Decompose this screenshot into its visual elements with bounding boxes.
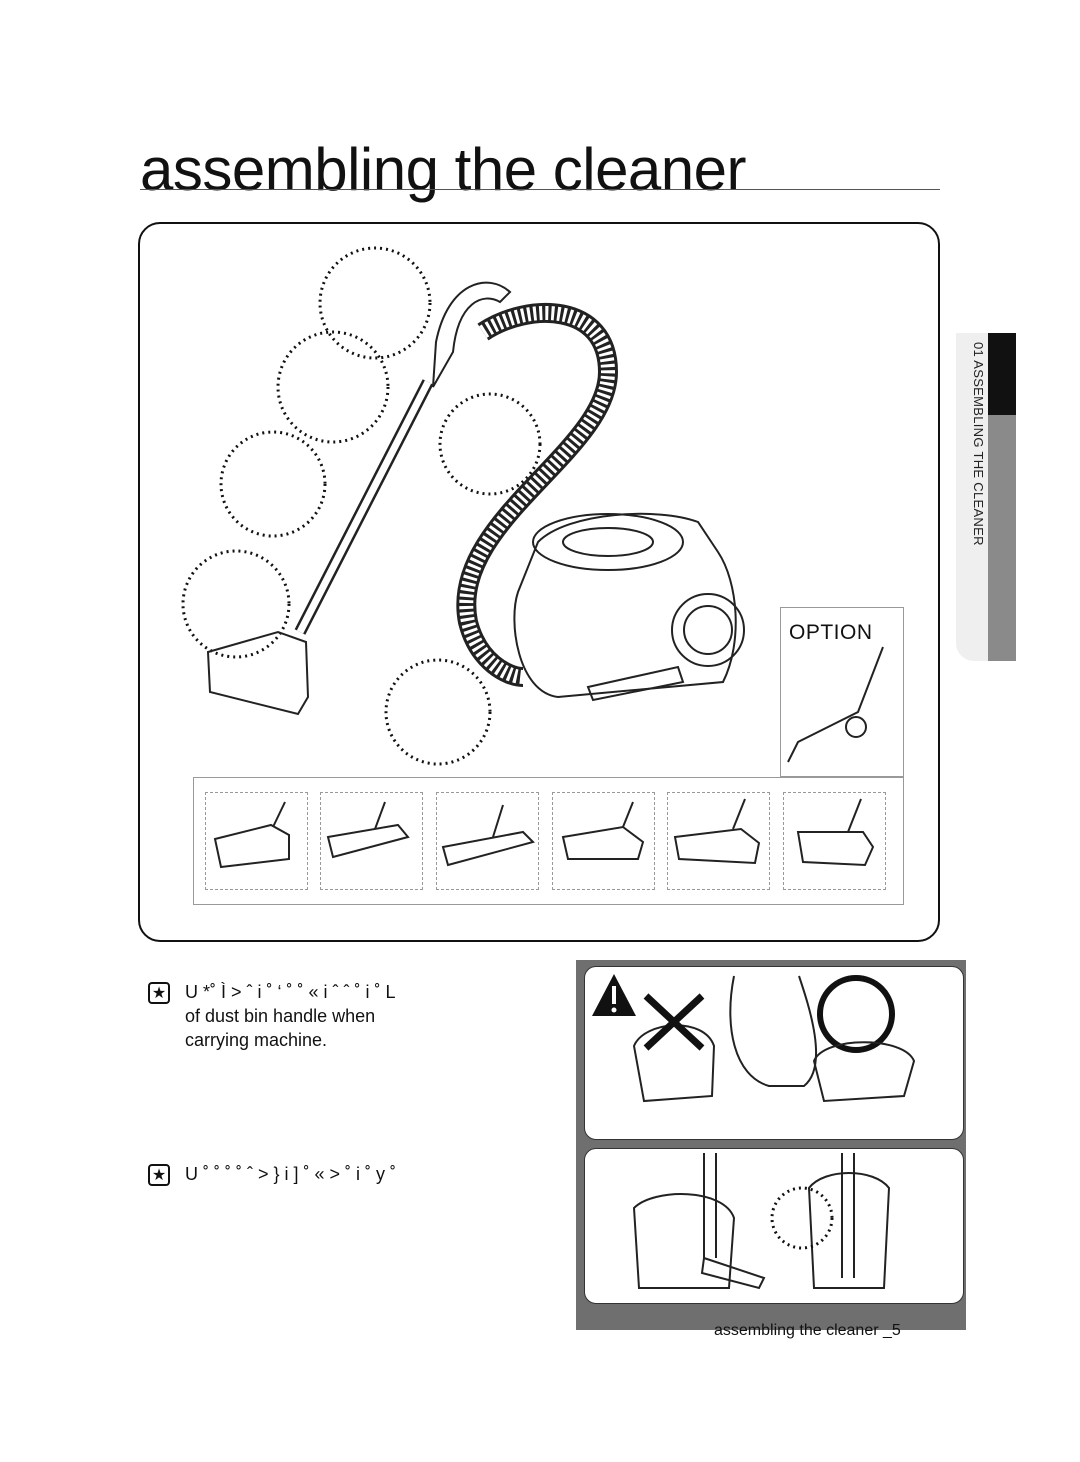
brush-option [783, 792, 886, 890]
page-footer: assembling the cleaner _5 [714, 1322, 901, 1339]
note-carry-handle: ★ U *˚ Ì > ˆ i ˚ ‘ ˚ ˚ « i ˆ ˆ ˚ i ˚ L o… [148, 980, 568, 1052]
hose [456, 302, 619, 687]
brush-option [320, 792, 423, 890]
option-label: OPTION [789, 621, 873, 644]
star-icon: ★ [148, 1164, 170, 1186]
assembly-illustration-panel [138, 222, 940, 942]
section-tab-bar [988, 415, 1016, 661]
section-label: 01 ASSEMBLING THE CLEANER [971, 342, 986, 546]
correct-icon [817, 975, 895, 1053]
brush-options-strip [193, 777, 904, 905]
section-tab [956, 333, 988, 661]
brush-option [205, 792, 308, 890]
star-icon: ★ [148, 982, 170, 1004]
vacuum-assembly-illustration [181, 246, 884, 766]
title-rule [140, 189, 940, 190]
carry-warning-drawing [592, 974, 916, 1103]
wand-and-handle [294, 281, 512, 635]
page-title: assembling the cleaner [140, 136, 747, 203]
assembly-step-circles [181, 246, 542, 766]
note-storage: ★ U ˚ ˚ ˚ ˚ ˆ > } i ] ˚ « > ˚ i ˚ y ˚ [148, 1162, 568, 1186]
option-nozzle [787, 646, 884, 763]
option-box [780, 607, 904, 777]
floor-brush [206, 630, 310, 716]
brush-option [667, 792, 770, 890]
brush-icons [213, 798, 875, 869]
brush-option [552, 792, 655, 890]
note-text: U *˚ Ì > ˆ i ˚ ‘ ˚ ˚ « i ˆ ˆ ˚ i ˚ L of … [185, 982, 396, 1050]
section-tab-marker [988, 333, 1016, 415]
note-text: U ˚ ˚ ˚ ˚ ˆ > } i ] ˚ « > ˚ i ˚ y ˚ [185, 1164, 397, 1184]
vacuum-body [513, 512, 745, 702]
storage-drawing [632, 1153, 891, 1290]
cross-icon [643, 993, 705, 1051]
brush-option [436, 792, 539, 890]
